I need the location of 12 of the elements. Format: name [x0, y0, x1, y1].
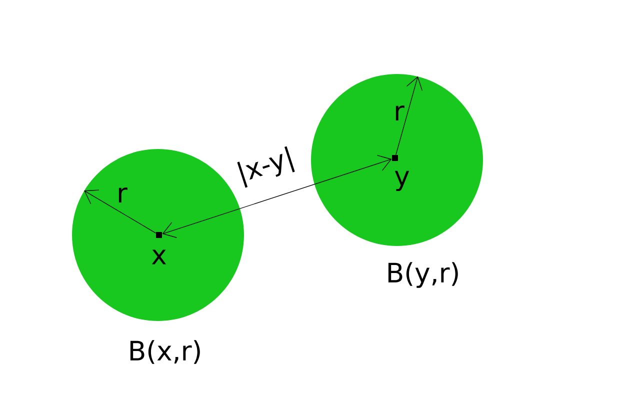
point-label: x [152, 250, 166, 264]
edge-label: r [118, 188, 128, 202]
edge-label: |x-y| [237, 146, 295, 188]
edge-label: r [396, 106, 404, 120]
arrow [162, 155, 392, 238]
arrow [84, 190, 156, 234]
point-label: y [394, 170, 410, 192]
arrow [396, 76, 422, 156]
node-label: B(x,r) [130, 340, 200, 364]
ball [311, 74, 483, 246]
point [392, 155, 398, 161]
node-label: B(y,r) [388, 262, 458, 288]
